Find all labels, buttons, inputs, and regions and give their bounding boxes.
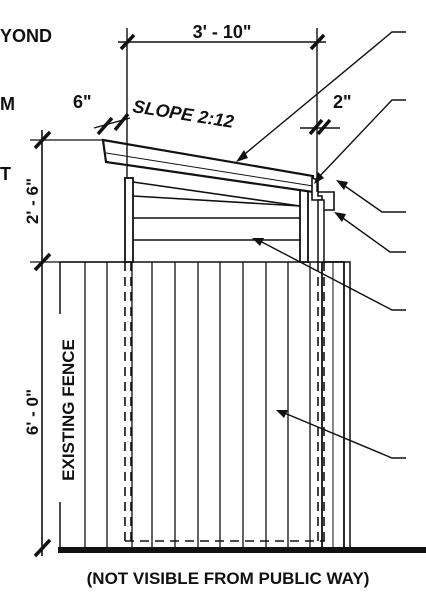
left-cut-label-top: YOND — [0, 26, 52, 46]
hidden-shed-outline — [124, 262, 325, 542]
existing-fence — [59, 261, 351, 550]
existing-fence-label: EXISTING FENCE — [59, 339, 78, 481]
leader-gutter — [317, 99, 406, 179]
callout-leaders — [236, 31, 406, 459]
shed-structure — [101, 138, 335, 263]
left-cut-label-mid: M — [0, 94, 15, 114]
roof — [101, 138, 315, 194]
leader-downspout — [339, 215, 406, 253]
footer-note: (NOT VISIBLE FROM PUBLIC WAY) — [87, 569, 370, 588]
width-dimension — [118, 28, 326, 192]
fence-boards — [84, 262, 311, 549]
width-dimension-label: 3' - 10" — [193, 22, 252, 42]
fence-outline — [59, 261, 351, 550]
height-dimension — [30, 130, 125, 558]
leader-siding — [257, 239, 406, 311]
roof-fascia — [105, 152, 314, 187]
left-overhang-label: 6" — [73, 92, 92, 112]
ground-line — [58, 547, 426, 553]
gutter-outlet — [318, 191, 335, 211]
leader-scupper — [341, 183, 406, 213]
left-cut-label-t: T — [0, 164, 11, 184]
height-upper-label: 2' - 6" — [23, 178, 42, 224]
leader-roof — [239, 31, 406, 159]
height-lower-label: 6' - 0" — [23, 389, 42, 435]
right-overhang-dimension — [300, 118, 340, 136]
slope-label: SLOPE 2:12 — [131, 96, 235, 132]
existing-fence-label-bg — [56, 314, 80, 502]
right-post — [299, 189, 309, 263]
right-overhang-label: 2" — [333, 92, 352, 112]
left-post — [124, 177, 134, 263]
leader-shed-hidden — [281, 411, 406, 459]
left-overhang-dimension — [93, 112, 131, 136]
downspout — [317, 199, 325, 263]
shed-siding — [132, 181, 301, 241]
